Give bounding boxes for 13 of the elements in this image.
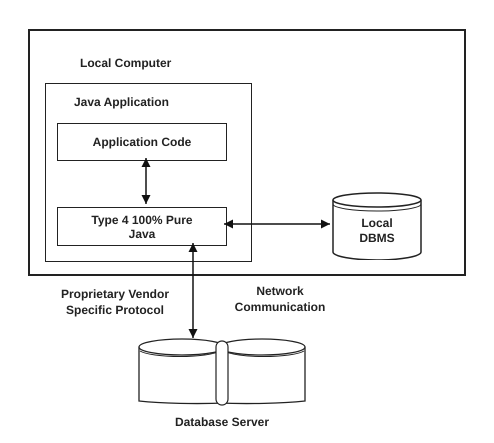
process-box: Type 4 100% Pure Java bbox=[57, 207, 227, 246]
arrow bbox=[142, 158, 150, 204]
arrow bbox=[188, 243, 198, 338]
server-label: Database Server bbox=[174, 415, 270, 430]
protocol-label: Proprietary Vendor Specific Protocol bbox=[60, 286, 170, 318]
container-box bbox=[28, 29, 466, 276]
container-box bbox=[45, 83, 252, 262]
process-box: Application Code bbox=[57, 123, 227, 161]
database-label: Local DBMS bbox=[358, 216, 396, 246]
box-heading: Java Application bbox=[74, 94, 169, 111]
box-heading: Local Computer bbox=[80, 55, 172, 72]
arrow bbox=[224, 220, 330, 228]
protocol-label: Network Communication bbox=[234, 283, 326, 315]
